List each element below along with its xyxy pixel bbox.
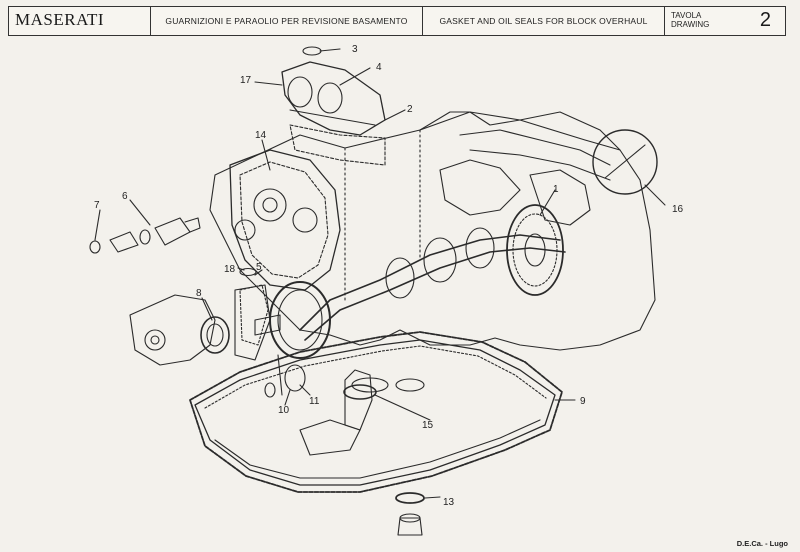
callout-4: 4	[376, 62, 382, 73]
title-italian: GUARNIZIONI E PARAOLIO PER REVISIONE BAS…	[165, 16, 408, 26]
callout-14: 14	[255, 130, 267, 141]
title-block: MASERATI GUARNIZIONI E PARAOLIO PER REVI…	[8, 6, 786, 36]
publisher-credit: D.E.Ca. - Lugo	[736, 539, 788, 548]
tavola-drawing-labels: TAVOLA DRAWING	[671, 11, 709, 29]
drawing-number-cell: TAVOLA DRAWING 2	[665, 7, 785, 35]
callout-18: 18	[224, 264, 236, 275]
engine-block-illustration	[89, 46, 666, 536]
drawing-label: DRAWING	[671, 20, 710, 29]
callout-7: 7	[94, 200, 100, 211]
callout-3: 3	[352, 44, 358, 55]
callout-13: 13	[443, 497, 455, 508]
title-english: GASKET AND OIL SEALS FOR BLOCK OVERHAUL	[439, 16, 648, 26]
callout-2: 2	[407, 104, 413, 115]
callout-1: 1	[553, 184, 559, 195]
brand-name: MASERATI	[15, 10, 105, 29]
callout-10: 10	[278, 405, 290, 416]
engine-exploded-view: 1 2 3 4 5 6 7 8 9 10 11 13 14 15 16 17 1…	[89, 44, 684, 536]
callout-8: 8	[196, 288, 202, 299]
callout-17: 17	[240, 75, 252, 86]
brand-cell: MASERATI	[9, 7, 151, 35]
drawing-number: 2	[759, 9, 771, 31]
callout-11: 11	[309, 396, 320, 407]
callout-6: 6	[122, 191, 128, 202]
callout-5: 5	[256, 262, 262, 273]
callout-16: 16	[672, 204, 684, 215]
english-title-cell: GASKET AND OIL SEALS FOR BLOCK OVERHAUL	[423, 7, 665, 35]
callout-9: 9	[580, 396, 586, 407]
callout-labels: 1 2 3 4 5 6 7 8 9 10 11 13 14 15 16 17 1…	[94, 44, 684, 508]
tavola-label: TAVOLA	[671, 11, 702, 20]
italian-title-cell: GUARNIZIONI E PARAOLIO PER REVISIONE BAS…	[151, 7, 423, 35]
callout-15: 15	[422, 420, 434, 431]
